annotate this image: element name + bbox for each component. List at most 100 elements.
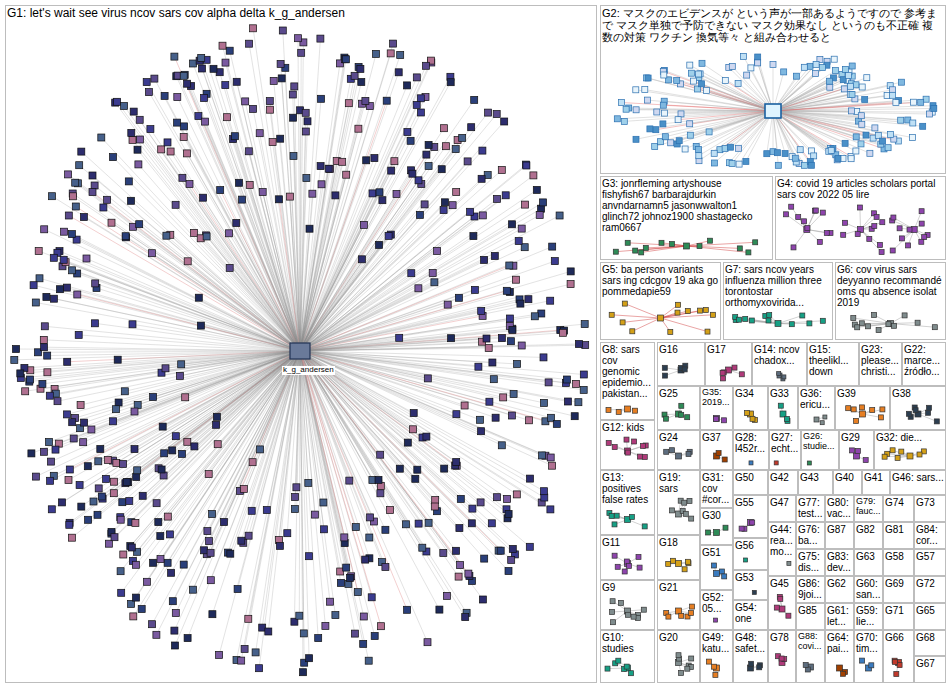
- graph-vertex: [575, 341, 582, 348]
- graph-edge: [54, 258, 300, 351]
- graph-edge: [687, 246, 740, 248]
- graph-vertex: [159, 423, 166, 430]
- group-panel: G37: [700, 430, 733, 470]
- graph-vertex: [623, 106, 629, 112]
- graph-vertex: [518, 342, 525, 349]
- group-label: G16: [659, 344, 678, 355]
- graph-vertex: [290, 114, 297, 121]
- graph-edge: [293, 95, 300, 352]
- graph-vertex: [898, 79, 904, 85]
- graph-vertex: [202, 118, 209, 125]
- graph-vertex: [880, 138, 886, 144]
- graph-vertex: [387, 507, 394, 514]
- graph-vertex: [115, 399, 122, 406]
- group-panel: G1: let's wait see virus ncov sars cov a…: [5, 5, 597, 683]
- graph-vertex: [539, 452, 546, 459]
- graph-vertex: [441, 199, 448, 206]
- graph-edge: [300, 351, 551, 418]
- graph-vertex: [906, 411, 911, 416]
- graph-vertex: [402, 521, 409, 528]
- graph-edge: [300, 72, 399, 351]
- graph-edge: [773, 111, 875, 128]
- graph-edge: [693, 81, 773, 111]
- graph-vertex: [345, 100, 352, 107]
- graph-vertex: [219, 42, 226, 49]
- graph-vertex: [151, 75, 158, 82]
- graph-edge: [300, 301, 550, 351]
- graph-vertex: [423, 62, 430, 69]
- graph-vertex: [306, 225, 313, 232]
- graph-vertex: [849, 92, 855, 98]
- graph-edge: [773, 111, 851, 159]
- graph-vertex: [870, 408, 875, 413]
- graph-vertex: [703, 308, 708, 313]
- graph-vertex: [661, 72, 667, 78]
- graph-edge: [184, 76, 300, 351]
- graph-vertex: [216, 651, 223, 658]
- graph-vertex: [755, 59, 761, 65]
- graph-vertex: [789, 204, 794, 209]
- graph-edge: [300, 351, 484, 559]
- graph-vertex: [453, 411, 460, 418]
- graph-vertex: [679, 412, 684, 417]
- graph-edge: [300, 351, 552, 466]
- graph-edge: [54, 351, 300, 476]
- graph-edge: [112, 351, 301, 532]
- graph-edge: [300, 261, 555, 351]
- graph-edge: [655, 111, 773, 147]
- graph-vertex: [311, 511, 318, 518]
- graph-vertex: [48, 458, 55, 465]
- graph-edge: [300, 190, 537, 351]
- graph-vertex: [239, 196, 246, 203]
- graph-vertex: [256, 130, 263, 137]
- graph-vertex: [129, 136, 136, 143]
- graph-vertex: [853, 148, 859, 154]
- graph-vertex: [696, 153, 702, 159]
- graph-vertex: [150, 394, 157, 401]
- graph-vertex: [911, 99, 917, 105]
- graph-vertex: [242, 98, 249, 105]
- graph-edge: [773, 95, 887, 111]
- graph-vertex: [777, 372, 781, 376]
- graph-vertex: [525, 296, 532, 303]
- graph-edge: [663, 71, 773, 111]
- graph-vertex: [654, 109, 660, 115]
- graph-vertex: [303, 175, 310, 182]
- graph-vertex: [633, 248, 638, 253]
- graph-edge: [300, 77, 417, 351]
- group-label: G14: ncov chadox...: [754, 344, 805, 366]
- graph-vertex: [485, 109, 492, 116]
- graph-edge: [300, 351, 557, 424]
- graph-vertex: [893, 100, 899, 106]
- graph-vertex: [126, 498, 133, 505]
- graph-edge: [628, 243, 687, 246]
- edge-layer: [612, 304, 713, 332]
- graph-vertex: [807, 63, 813, 69]
- edge-layer: [786, 207, 928, 252]
- graph-edge: [57, 253, 300, 351]
- graph-vertex: [91, 320, 98, 327]
- graph-vertex: [745, 411, 750, 416]
- graph-edge: [93, 176, 301, 352]
- graph-edge: [95, 186, 300, 352]
- graph-vertex: [158, 146, 165, 153]
- graph-vertex: [457, 495, 464, 502]
- graph-vertex: [413, 101, 420, 108]
- graph-vertex: [658, 315, 664, 321]
- graph-vertex: [846, 406, 851, 411]
- graph-vertex: [688, 70, 694, 76]
- graph-edge: [739, 111, 773, 164]
- graph-vertex: [508, 556, 515, 563]
- graph-vertex: [926, 111, 932, 117]
- graph-vertex: [481, 256, 488, 263]
- graph-vertex: [755, 54, 761, 60]
- graph-vertex: [832, 68, 838, 74]
- graph-vertex: [277, 60, 284, 67]
- graph-edge: [773, 111, 843, 158]
- graph-vertex: [622, 301, 627, 306]
- graph-vertex: [321, 526, 328, 533]
- graph-vertex: [841, 86, 847, 92]
- graph-vertex: [302, 128, 309, 135]
- group-label: G17: [707, 344, 726, 355]
- graph-vertex: [483, 335, 490, 342]
